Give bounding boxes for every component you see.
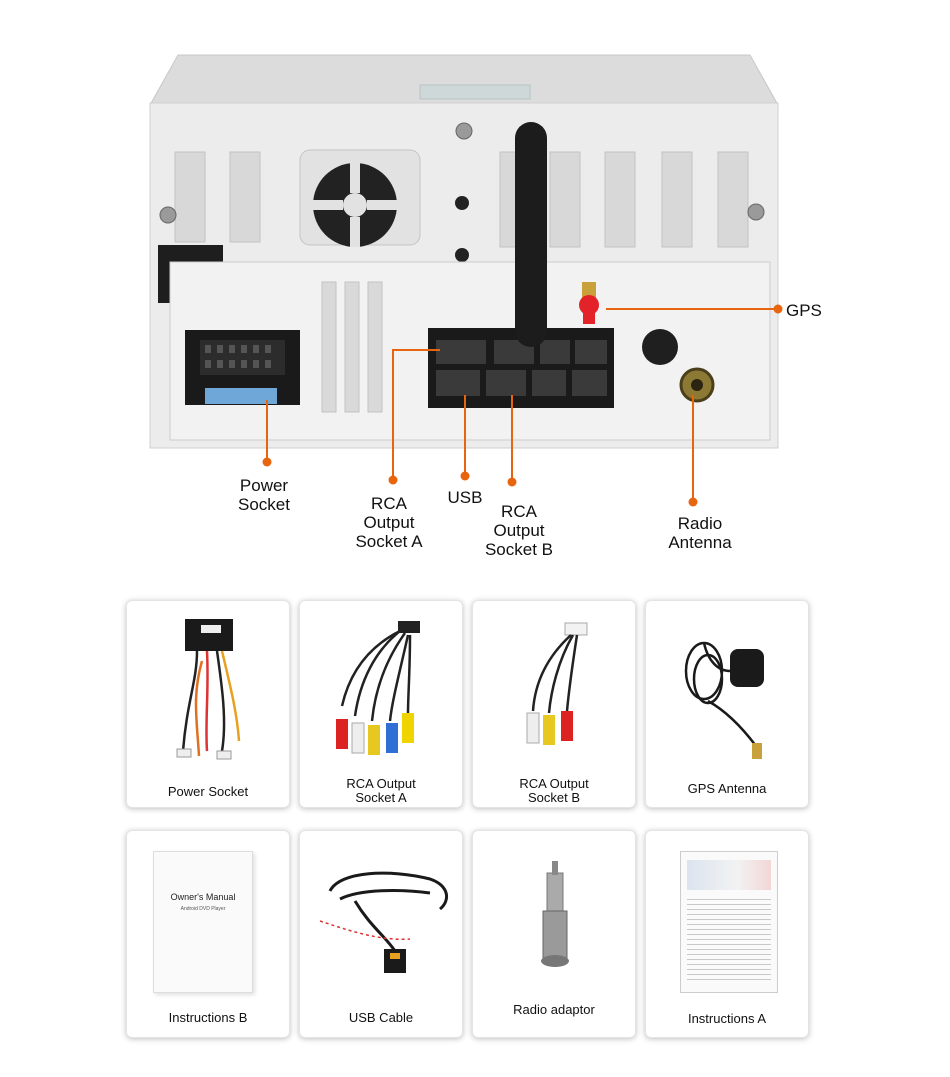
accessory-card-usb-cable: USB Cable xyxy=(299,830,463,1038)
power-harness-icon xyxy=(176,619,241,760)
manual-booklet-icon: Owner's Manual Android DVD Player xyxy=(153,851,253,993)
radio-adaptor-icon xyxy=(541,861,569,967)
accessory-label: USB Cable xyxy=(348,1010,414,1025)
accessory-label: Radio adaptor xyxy=(513,1002,595,1017)
accessory-label: Power Socket xyxy=(167,784,249,799)
accessory-label: GPS Antenna xyxy=(687,781,767,796)
accessory-card-rca-output-socket-b: RCA Output Socket B xyxy=(472,600,636,808)
manual-subtitle: Android DVD Player xyxy=(180,906,226,912)
callout-rca-output-socket-a: RCA Output Socket A xyxy=(355,494,423,551)
manual-title: Owner's Manual xyxy=(170,892,236,902)
accessory-label: RCA Output Socket B xyxy=(519,776,589,805)
accessory-card-rca-output-socket-a: RCA Output Socket A xyxy=(299,600,463,808)
callout-radio-antenna: Radio Antenna xyxy=(668,514,732,552)
accessory-card-radio-adaptor: Radio adaptor xyxy=(472,830,636,1038)
rca-cable-a-icon xyxy=(336,621,420,755)
accessory-card-instructions-b: Owner's Manual Android DVD Player Instru… xyxy=(126,830,290,1038)
rca-cable-b-icon xyxy=(526,622,588,745)
callout-usb: USB xyxy=(447,488,483,507)
callout-power-socket: Power Socket xyxy=(238,476,290,514)
head-unit-illustration xyxy=(149,54,783,507)
callout-rca-output-socket-b: RCA Output Socket B xyxy=(484,502,554,559)
callout-gps: GPS xyxy=(786,301,822,320)
head-unit-rear-view: GPS Power Socket RCA Output Socket A USB… xyxy=(149,54,822,559)
accessory-card-instructions-a: Instructions A xyxy=(645,830,809,1038)
accessory-card-gps-antenna: GPS Antenna xyxy=(645,600,809,808)
accessory-label: Instructions B xyxy=(168,1010,248,1025)
gps-antenna-icon xyxy=(684,641,764,759)
accessory-label: Instructions A xyxy=(687,1011,767,1026)
instruction-sheet-icon xyxy=(680,851,778,993)
accessory-label: RCA Output Socket A xyxy=(346,776,416,805)
usb-cable-icon xyxy=(319,871,449,973)
accessory-card-power-socket: Power Socket xyxy=(126,600,290,808)
